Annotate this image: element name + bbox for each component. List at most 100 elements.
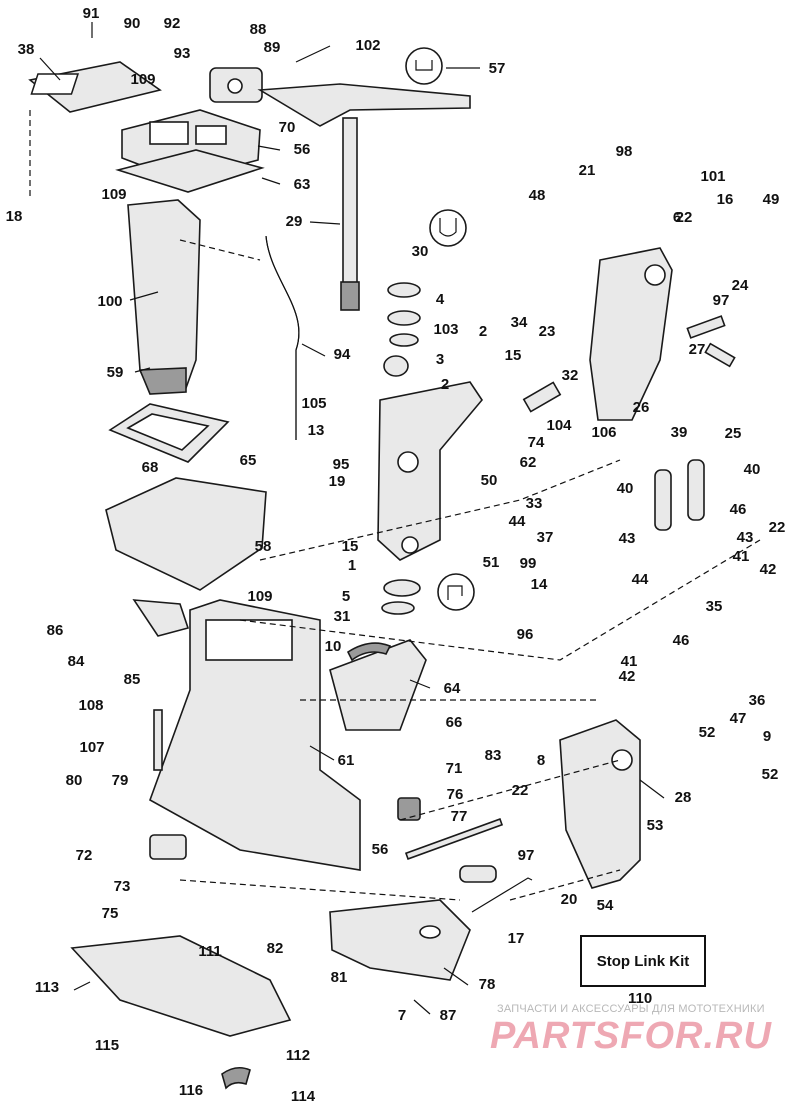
part-label-26: 26 (633, 399, 650, 416)
part-label-37: 37 (537, 529, 554, 546)
sensor-72 (149, 834, 187, 860)
part-label-111: 111 (198, 943, 221, 960)
part-label-90: 90 (124, 15, 141, 32)
part-label-70: 70 (279, 119, 296, 136)
part-label-41: 41 (733, 548, 750, 565)
lever-24 (686, 315, 736, 368)
part-label-83: 83 (485, 747, 502, 764)
part-label-27: 27 (689, 341, 706, 358)
seal-stack (383, 209, 467, 377)
rod-56 (404, 818, 504, 860)
part-label-66: 66 (446, 714, 463, 731)
part-label-92: 92 (164, 15, 181, 32)
part-label-91: 91 (83, 5, 100, 22)
part-label-46: 46 (673, 632, 690, 649)
part-label-56: 56 (372, 841, 389, 858)
part-label-22: 22 (512, 782, 529, 799)
part-label-41: 41 (621, 653, 638, 670)
part-label-19: 19 (329, 473, 346, 490)
bushing-97 (459, 865, 497, 883)
part-label-22: 22 (769, 519, 786, 536)
part-label-109: 109 (247, 588, 272, 605)
part-label-36: 36 (749, 692, 766, 709)
rod-17 (471, 877, 533, 913)
part-label-112: 112 (286, 1047, 310, 1064)
part-label-103: 103 (433, 321, 458, 338)
part-label-65: 65 (240, 452, 257, 469)
part-label-86: 86 (47, 622, 64, 639)
part-label-46: 46 (730, 501, 747, 518)
kit-number: 110 (628, 990, 653, 1007)
part-label-23: 23 (539, 323, 556, 340)
part-label-73: 73 (114, 878, 131, 895)
bolt-107 (153, 709, 163, 771)
part-label-35: 35 (706, 598, 723, 615)
driveshaft-housing-61 (149, 599, 361, 871)
part-label-34: 34 (511, 314, 528, 331)
part-label-88: 88 (250, 21, 267, 38)
part-label-51: 51 (483, 554, 500, 571)
swivel-shaft-29 (340, 117, 360, 311)
part-label-56: 56 (294, 141, 311, 158)
part-label-97: 97 (713, 292, 730, 309)
part-label-39: 39 (671, 424, 688, 441)
part-label-100: 100 (97, 293, 122, 310)
springs-40 (654, 459, 705, 531)
part-label-40: 40 (617, 480, 634, 497)
part-label-15: 15 (505, 347, 522, 364)
seal-68 (108, 403, 230, 463)
washers-5-31 (381, 573, 475, 615)
part-label-58: 58 (255, 538, 272, 555)
exhaust-housing-100 (127, 199, 201, 395)
seal-10 (346, 642, 392, 662)
part-label-8: 8 (537, 752, 545, 769)
part-label-15: 15 (342, 538, 359, 555)
part-label-2: 2 (479, 323, 487, 340)
part-label-108: 108 (78, 697, 103, 714)
part-label-18: 18 (6, 208, 23, 225)
part-label-14: 14 (531, 576, 548, 593)
part-label-33: 33 (526, 495, 543, 512)
part-label-109: 109 (130, 71, 155, 88)
part-label-53: 53 (647, 817, 664, 834)
part-label-101: 101 (700, 168, 725, 185)
part-icon-57 (405, 47, 443, 85)
part-label-82: 82 (267, 940, 284, 957)
part-label-102: 102 (355, 37, 380, 54)
stern-bracket-28 (559, 719, 641, 889)
part-label-106: 106 (591, 424, 616, 441)
part-label-42: 42 (760, 561, 777, 578)
part-label-89: 89 (264, 39, 281, 56)
part-label-13: 13 (308, 422, 325, 439)
part-label-43: 43 (619, 530, 636, 547)
tilt-tube-32 (522, 381, 562, 413)
part-label-54: 54 (597, 897, 614, 914)
swivel-bracket-1 (377, 381, 483, 561)
part-label-61: 61 (338, 752, 355, 769)
part-label-32: 32 (562, 367, 579, 384)
part-label-43: 43 (737, 529, 754, 546)
part-label-109: 109 (101, 186, 126, 203)
stop-link-kit-box: Stop Link Kit (580, 935, 706, 987)
part-label-95: 95 (333, 456, 350, 473)
part-label-81: 81 (331, 969, 348, 986)
part-label-114: 114 (291, 1088, 316, 1101)
part-label-17: 17 (508, 930, 525, 947)
grip-116 (221, 1066, 251, 1090)
part-label-87: 87 (440, 1007, 457, 1024)
kit-label: Stop Link Kit (596, 952, 690, 970)
part-label-99: 99 (520, 555, 537, 572)
bracket-70 (209, 67, 263, 103)
part-label-105: 105 (301, 395, 326, 412)
part-label-5: 5 (342, 588, 350, 605)
part-label-31: 31 (334, 608, 351, 625)
part-label-52: 52 (699, 724, 716, 741)
part-label-9: 9 (763, 728, 771, 745)
watermark-logo: PARTSFOR.RU (490, 1015, 772, 1057)
part-label-42: 42 (619, 668, 636, 685)
part-label-40: 40 (744, 461, 761, 478)
part-label-29: 29 (286, 213, 303, 230)
part-label-44: 44 (632, 571, 649, 588)
part-label-96: 96 (517, 626, 534, 643)
